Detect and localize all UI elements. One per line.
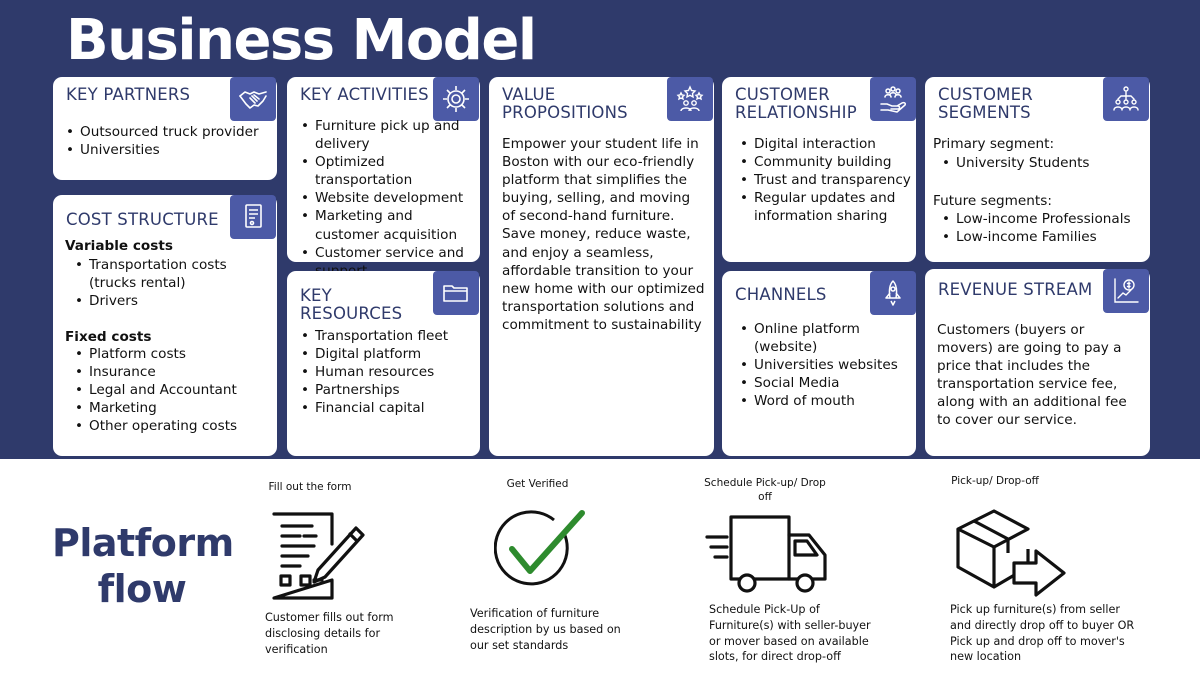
rocket-icon bbox=[870, 271, 916, 315]
revenue-stream-card: REVENUE STREAM Customers (buyers or move… bbox=[925, 269, 1150, 456]
list-item: Optimized transportation bbox=[301, 153, 479, 189]
receipt-icon bbox=[230, 195, 276, 239]
list-item: Marketing and customer acquisition bbox=[301, 207, 479, 243]
key-activities-card: KEY ACTIVITIES Furniture pick up and del… bbox=[287, 77, 480, 279]
step-heading: Schedule Pick-up/ Drop off bbox=[704, 477, 826, 503]
revenue-stream-text: Customers (buyers or movers) are going t… bbox=[937, 322, 1127, 429]
customer-segments-title: CUSTOMER SEGMENTS bbox=[938, 85, 1033, 122]
form-pen-icon bbox=[270, 510, 365, 602]
list-item: Regular updates and information sharing bbox=[740, 189, 914, 225]
list-item: Trust and transparency bbox=[740, 171, 914, 189]
customer-relationship-list: Digital interaction Community building T… bbox=[740, 135, 914, 225]
list-item: Digital interaction bbox=[740, 135, 914, 153]
cost-structure-title: COST STRUCTURE bbox=[66, 210, 219, 229]
future-segments-label: Future segments: bbox=[933, 193, 1052, 209]
list-item: Low-income Professionals bbox=[942, 210, 1147, 228]
list-item: University Students bbox=[942, 154, 1147, 172]
list-item: Universities bbox=[66, 141, 271, 159]
platform-flow-title-line2: flow bbox=[97, 567, 187, 611]
key-partners-list: Outsourced truck provider Universities bbox=[66, 123, 271, 159]
key-partners-card: KEY PARTNERS Outsourced truck provider U… bbox=[53, 77, 277, 180]
key-resources-card: KEY RESOURCES Transportation fleet Digit… bbox=[287, 271, 480, 456]
variable-costs-label: Variable costs bbox=[65, 238, 173, 254]
step-description: Pick up furniture(s) from seller and dir… bbox=[950, 603, 1135, 664]
channels-list: Online platform (website) Universities w… bbox=[740, 320, 912, 411]
future-segments-list: Low-income Professionals Low-income Fami… bbox=[942, 210, 1147, 246]
primary-segment-label: Primary segment: bbox=[933, 136, 1055, 152]
list-item: Human resources bbox=[301, 363, 476, 381]
list-item: Low-income Families bbox=[942, 228, 1147, 246]
list-item: Transportation costs (trucks rental) bbox=[75, 256, 270, 292]
step-heading: Get Verified bbox=[506, 478, 569, 490]
value-propositions-text: Empower your student life in Boston with… bbox=[502, 136, 705, 333]
list-item: Word of mouth bbox=[740, 392, 912, 410]
list-item: Platform costs bbox=[75, 345, 270, 363]
page-title: Business Model bbox=[66, 8, 537, 73]
value-propositions-title: VALUE PROPOSITIONS bbox=[502, 85, 628, 122]
step-heading: Pick-up/ Drop-off bbox=[951, 475, 1039, 487]
variable-costs-list: Transportation costs (trucks rental) Dri… bbox=[75, 256, 270, 310]
list-item: Financial capital bbox=[301, 399, 476, 417]
channels-title: CHANNELS bbox=[735, 285, 827, 304]
key-activities-title: KEY ACTIVITIES bbox=[300, 85, 429, 104]
fixed-costs-label: Fixed costs bbox=[65, 329, 152, 345]
hand-people-icon bbox=[870, 77, 916, 121]
customer-segments-card: CUSTOMER SEGMENTS Primary segment: Unive… bbox=[925, 77, 1150, 262]
truck-icon bbox=[705, 513, 830, 598]
customer-relationship-title: CUSTOMER RELATIONSHIP bbox=[735, 85, 857, 122]
list-item: Transportation fleet bbox=[301, 327, 476, 345]
key-activities-list: Furniture pick up and delivery Optimized… bbox=[301, 117, 479, 280]
step-description: Customer fills out form disclosing detai… bbox=[265, 611, 394, 656]
key-partners-title: KEY PARTNERS bbox=[66, 85, 191, 104]
list-item: Website development bbox=[301, 189, 479, 207]
folder-icon bbox=[433, 271, 479, 315]
list-item: Online platform (website) bbox=[740, 320, 912, 356]
channels-card: CHANNELS Online platform (website) Unive… bbox=[722, 271, 916, 456]
list-item: Community building bbox=[740, 153, 914, 171]
step-description: Verification of furniture description by… bbox=[470, 607, 621, 652]
step-heading: Fill out the form bbox=[268, 481, 352, 493]
revenue-stream-title: REVENUE STREAM bbox=[938, 280, 1093, 299]
list-item: Marketing bbox=[75, 399, 270, 417]
stars-people-icon bbox=[667, 77, 713, 121]
list-item: Insurance bbox=[75, 363, 270, 381]
key-resources-list: Transportation fleet Digital platform Hu… bbox=[301, 327, 476, 418]
step-description: Schedule Pick-Up of Furniture(s) with se… bbox=[709, 603, 871, 664]
list-item: Legal and Accountant bbox=[75, 381, 270, 399]
handshake-icon bbox=[230, 77, 276, 121]
list-item: Outsourced truck provider bbox=[66, 123, 271, 141]
list-item: Universities websites bbox=[740, 356, 912, 374]
list-item: Digital platform bbox=[301, 345, 476, 363]
gear-icon bbox=[433, 77, 479, 121]
chart-coin-icon bbox=[1103, 269, 1149, 313]
platform-flow-title-line1: Platform bbox=[52, 521, 234, 565]
list-item: Social Media bbox=[740, 374, 912, 392]
list-item: Partnerships bbox=[301, 381, 476, 399]
list-item: Furniture pick up and delivery bbox=[301, 117, 479, 153]
network-people-icon bbox=[1103, 77, 1149, 121]
list-item: Other operating costs bbox=[75, 417, 270, 435]
customer-relationship-card: CUSTOMER RELATIONSHIP Digital interactio… bbox=[722, 77, 916, 262]
fixed-costs-list: Platform costs Insurance Legal and Accou… bbox=[75, 345, 270, 436]
checkmark-icon bbox=[493, 505, 586, 597]
box-arrow-icon bbox=[952, 505, 1070, 597]
cost-structure-card: COST STRUCTURE Variable costs Transporta… bbox=[53, 195, 277, 456]
list-item: Drivers bbox=[75, 292, 270, 310]
primary-segment-list: University Students bbox=[942, 154, 1147, 172]
key-resources-title: KEY RESOURCES bbox=[300, 286, 403, 323]
value-propositions-card: VALUE PROPOSITIONS Empower your student … bbox=[489, 77, 714, 456]
platform-flow-title: Platform flow bbox=[52, 520, 234, 612]
